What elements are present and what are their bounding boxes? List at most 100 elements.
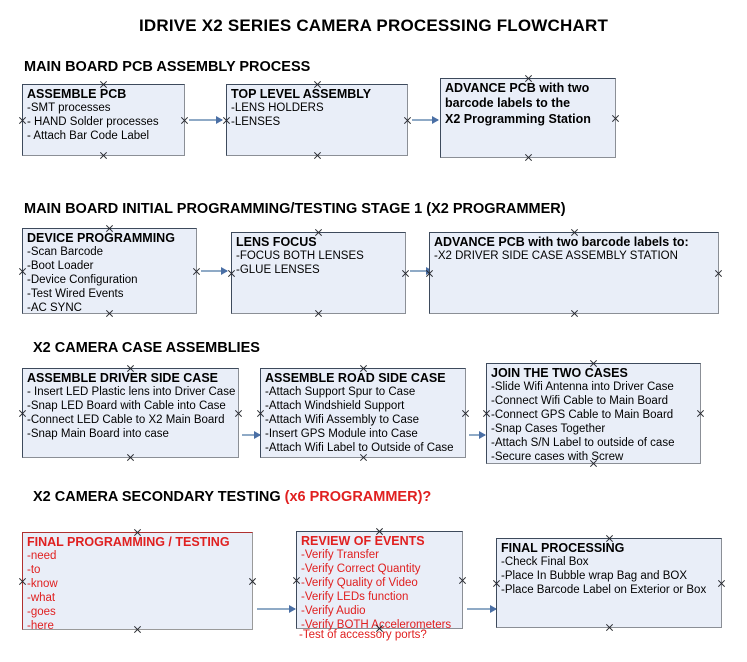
box-device-programming[interactable]: DEVICE PROGRAMMING -Scan Barcode -Boot L…: [22, 228, 197, 314]
box-line: -Snap Cases Together: [491, 423, 606, 435]
box-line: -Insert GPS Module into Case: [265, 428, 418, 440]
resize-handle-left[interactable]: [292, 576, 301, 585]
resize-handle-right[interactable]: [403, 116, 412, 125]
box-line: -Attach Windshield Support: [265, 400, 405, 412]
box-line: X2 Programming Station: [445, 112, 591, 126]
resize-handle-bottom[interactable]: [570, 309, 579, 318]
box-line: -Connect Wifi Cable to Main Board: [491, 395, 669, 407]
box-title: ASSEMBLE DRIVER SIDE CASE: [27, 371, 219, 385]
section-heading-accent: (x6 PROGRAMMER)?: [284, 489, 432, 505]
box-line: -Verify BOTH Accelerometers: [301, 619, 452, 631]
box-final-programming-testing[interactable]: FINAL PROGRAMMING / TESTING -need -to -k…: [22, 532, 253, 632]
box-line: -LENSES: [231, 116, 281, 128]
box-line: -what: [27, 592, 56, 604]
resize-handle-left[interactable]: [227, 269, 236, 278]
box-review-of-events-overflow-line: -Test of accessory ports?: [299, 629, 427, 641]
box-line: - HAND Solder processes: [27, 116, 159, 128]
box-line: barcode labels to the: [445, 96, 571, 110]
resize-handle-right[interactable]: [714, 269, 723, 278]
box-line: -Device Configuration: [27, 274, 138, 286]
box-line: -Boot Loader: [27, 260, 94, 272]
box-line: -Verify Correct Quantity: [301, 563, 421, 575]
box-assemble-road-side-case[interactable]: ASSEMBLE ROAD SIDE CASE -Attach Support …: [260, 368, 466, 458]
box-assemble-driver-side-case[interactable]: ASSEMBLE DRIVER SIDE CASE - Insert LED P…: [22, 368, 239, 458]
box-title: FINAL PROGRAMMING / TESTING: [27, 535, 230, 549]
resize-handle-left[interactable]: [256, 409, 265, 418]
box-title: REVIEW OF EVENTS: [301, 534, 425, 548]
section-heading-main-board-initial-programming: MAIN BOARD INITIAL PROGRAMMING/TESTING S…: [24, 201, 566, 217]
arrow-head-icon: [289, 605, 296, 613]
box-assemble-pcb[interactable]: ASSEMBLE PCB -SMT processes - HAND Solde…: [22, 84, 185, 156]
resize-handle-right[interactable]: [234, 409, 243, 418]
resize-handle-bottom[interactable]: [99, 151, 108, 160]
box-line: -Place Barcode Label on Exterior or Box: [501, 584, 707, 596]
box-title: FINAL PROCESSING: [501, 541, 625, 555]
box-line: -Slide Wifi Antenna into Driver Case: [491, 381, 674, 393]
box-lens-focus[interactable]: LENS FOCUS -FOCUS BOTH LENSES -GLUE LENS…: [231, 232, 406, 314]
box-line: -FOCUS BOTH LENSES: [236, 250, 364, 262]
resize-handle-left[interactable]: [492, 579, 501, 588]
box-final-processing[interactable]: FINAL PROCESSING -Check Final Box -Place…: [496, 538, 722, 628]
box-review-of-events[interactable]: REVIEW OF EVENTS -Verify Transfer -Verif…: [296, 531, 463, 631]
resize-handle-right[interactable]: [248, 577, 257, 586]
arrow-head-icon: [432, 116, 439, 124]
resize-handle-right[interactable]: [401, 269, 410, 278]
arrow-head-icon: [479, 431, 486, 439]
resize-handle-right[interactable]: [192, 267, 201, 276]
resize-handle-left[interactable]: [482, 409, 491, 418]
resize-handle-right[interactable]: [461, 409, 470, 418]
box-line: -Test Wired Events: [27, 288, 124, 300]
box-advance-pcb-programming-station[interactable]: ADVANCE PCB with two barcode labels to t…: [440, 78, 616, 158]
arrow-head-icon: [216, 116, 223, 124]
page-title: IDRIVE X2 SERIES CAMERA PROCESSING FLOWC…: [138, 16, 609, 35]
resize-handle-right[interactable]: [717, 579, 726, 588]
connector-top-level-assembly-to-advance-pcb: [412, 116, 439, 124]
resize-handle-bottom[interactable]: [524, 153, 533, 162]
resize-handle-bottom[interactable]: [605, 623, 614, 632]
connector-device-programming-to-lens-focus: [201, 267, 228, 275]
resize-handle-right[interactable]: [696, 409, 705, 418]
connector-review-of-events-to-final-processing: [467, 605, 497, 613]
resize-handle-right[interactable]: [611, 114, 620, 123]
resize-handle-left[interactable]: [18, 116, 27, 125]
box-line: -AC SYNC: [27, 302, 82, 314]
box-title: ADVANCE PCB with two barcode labels to:: [434, 235, 689, 249]
resize-handle-left[interactable]: [222, 116, 231, 125]
box-title: LENS FOCUS: [236, 235, 317, 249]
box-line: -Attach Support Spur to Case: [265, 386, 416, 398]
box-line: -need: [27, 550, 57, 562]
arrow-head-icon: [490, 605, 497, 613]
box-line: -Connect GPS Cable to Main Board: [491, 409, 674, 421]
box-line: -Check Final Box: [501, 556, 589, 568]
box-advance-pcb-driver-side[interactable]: ADVANCE PCB with two barcode labels to: …: [429, 232, 719, 314]
arrow-head-icon: [254, 431, 261, 439]
resize-handle-right[interactable]: [458, 576, 467, 585]
box-title: JOIN THE TWO CASES: [491, 366, 628, 380]
resize-handle-left[interactable]: [18, 409, 27, 418]
box-line: -Attach S/N Label to outside of case: [491, 437, 675, 449]
box-line: -GLUE LENSES: [236, 264, 320, 276]
box-title: ASSEMBLE ROAD SIDE CASE: [265, 371, 446, 385]
resize-handle-left[interactable]: [18, 577, 27, 586]
box-line: -Attach Wifi Label to Outside of Case: [265, 442, 454, 454]
resize-handle-left[interactable]: [18, 267, 27, 276]
section-heading-text: X2 CAMERA SECONDARY TESTING: [33, 489, 285, 505]
resize-handle-right[interactable]: [180, 116, 189, 125]
resize-handle-bottom[interactable]: [313, 151, 322, 160]
section-heading-x2-camera-case-assemblies: X2 CAMERA CASE ASSEMBLIES: [33, 340, 260, 356]
resize-handle-bottom[interactable]: [126, 453, 135, 462]
box-line: - Insert LED Plastic lens into Driver Ca…: [27, 386, 236, 398]
box-line: -to: [27, 564, 41, 576]
box-line: -Scan Barcode: [27, 246, 104, 258]
box-line: -Place In Bubble wrap Bag and BOX: [501, 570, 688, 582]
box-join-the-two-cases[interactable]: JOIN THE TWO CASES -Slide Wifi Antenna i…: [486, 363, 701, 464]
connector-final-programming-to-review-of-events: [257, 605, 296, 613]
box-line: -Verify Quality of Video: [301, 577, 418, 589]
section-heading-x2-camera-secondary-testing: X2 CAMERA SECONDARY TESTING (x6 PROGRAMM…: [33, 489, 431, 505]
connector-driver-side-case-to-road-side-case: [242, 431, 261, 439]
resize-handle-bottom[interactable]: [314, 309, 323, 318]
section-heading-main-board-pcb-assembly-process: MAIN BOARD PCB ASSEMBLY PROCESS: [24, 59, 311, 75]
box-title: DEVICE PROGRAMMING: [27, 231, 175, 245]
box-top-level-assembly[interactable]: TOP LEVEL ASSEMBLY -LENS HOLDERS -LENSES: [226, 84, 408, 156]
